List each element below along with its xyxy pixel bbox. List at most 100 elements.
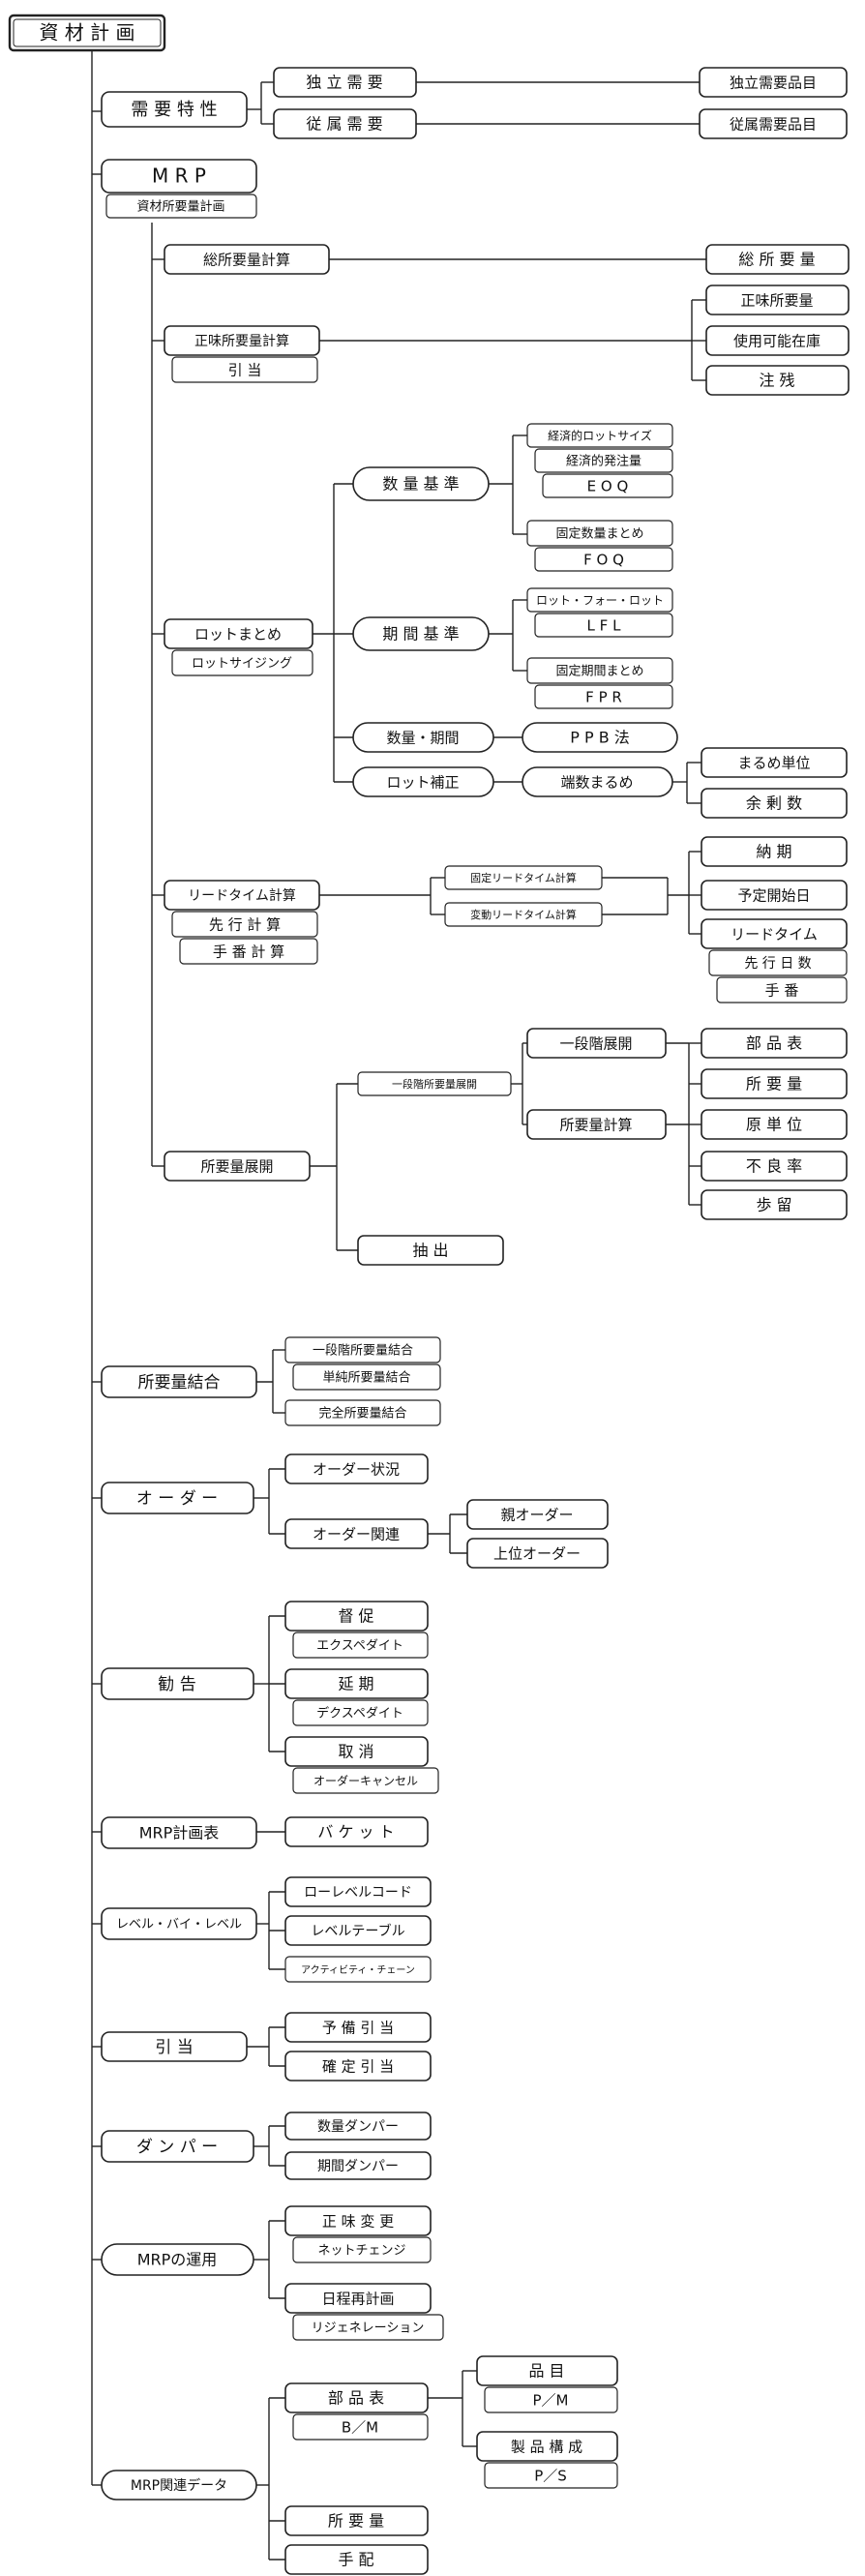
node-root: 資 材 計 画 [8,14,166,52]
svg-text:バ ケ ッ ト: バ ケ ッ ト [317,1823,394,1842]
node-mrp: M R P 資材所要量計画 [101,159,257,219]
svg-text:経済的ロットサイズ: 経済的ロットサイズ [548,429,652,443]
svg-text:オーダー状況: オーダー状況 [313,1461,400,1479]
node-level-table: レベルテーブル [284,1915,432,1946]
svg-text:従属需要品目: 従属需要品目 [730,116,817,134]
node-net: 正味所要量計算 引 当 [164,325,320,383]
svg-text:予 備 引 当: 予 備 引 当 [322,2020,394,2037]
svg-text:P／M: P／M [533,2392,569,2410]
connector-lines [91,48,706,2561]
svg-text:期間ダンパー: 期間ダンパー [317,2159,399,2174]
node-lot-adjust: ロット補正 [352,766,494,797]
svg-text:まるめ単位: まるめ単位 [737,755,810,772]
svg-text:部 品 表: 部 品 表 [746,1034,802,1053]
node-activity-chain: アクティビティ・チェーン [284,1956,432,1983]
node-reserve: 予 備 引 当 [284,2012,432,2043]
svg-text:正味所要量計算: 正味所要量計算 [194,334,289,349]
svg-text:固定リードタイム計算: 固定リードタイム計算 [470,871,577,884]
svg-text:ネットチェンジ: ネットチェンジ [317,2244,405,2259]
svg-text:総所要量計算: 総所要量計算 [203,252,290,269]
svg-text:オ ー ダ ー: オ ー ダ ー [136,1489,218,1509]
svg-text:ロットまとめ: ロットまとめ [194,626,282,644]
node-data-structure: 製 品 構 成 P／S [476,2431,618,2489]
node-round-unit: まるめ単位 [701,747,848,778]
svg-text:従 属 需 要: 従 属 需 要 [306,115,382,134]
svg-text:取 消: 取 消 [338,1743,373,1761]
node-unit: 原 単 位 [701,1109,848,1140]
node-order: オ ー ダ ー [101,1482,254,1514]
svg-text:B／M: B／M [342,2419,378,2437]
node-defer: 延 期 デクスペダイト [284,1668,429,1726]
node-rounding: 端数まるめ [522,766,673,797]
node-allocation: 引 当 [101,2031,248,2062]
svg-text:MRP関連データ: MRP関連データ [131,2477,227,2494]
svg-text:所 要 量: 所 要 量 [746,1075,802,1093]
svg-text:数量ダンパー: 数量ダンパー [317,2119,399,2135]
node-note: 注 残 [705,365,850,396]
node-due: 納 期 [701,836,848,867]
svg-text:製 品 構 成: 製 品 構 成 [511,2439,582,2456]
node-dependent: 従 属 需 要 [273,108,417,139]
svg-text:数量・期間: 数量・期間 [386,730,459,747]
node-bucket: バ ケ ッ ト [284,1816,429,1847]
svg-text:ダ ン パ ー: ダ ン パ ー [136,2138,218,2157]
svg-text:レベル・バイ・レベル: レベル・バイ・レベル [116,1918,242,1932]
svg-text:リードタイム: リードタイム [731,926,818,944]
svg-text:引 当: 引 当 [228,362,262,379]
svg-text:所要量展開: 所要量展開 [200,1158,273,1176]
nodes: 資 材 計 画 需 要 特 性 独 立 需 要 従 属 需 要 独立需要品目 従… [8,14,850,2575]
node-lfl: ロット・フォー・ロット L F L [526,587,673,638]
node-operation: MRPの運用 [101,2243,254,2276]
node-lot: ロットまとめ ロットサイジング [164,618,313,676]
svg-text:納 期: 納 期 [756,843,791,861]
svg-text:ローレベルコード: ローレベルコード [304,1885,412,1901]
node-order-related: オーダー関連 [284,1518,429,1549]
svg-text:デクスペダイト: デクスペダイト [316,1706,403,1722]
svg-text:F P R: F P R [585,689,622,706]
svg-text:予定開始日: 予定開始日 [737,887,810,905]
node-cancel: 取 消 オーダーキャンセル [284,1736,439,1794]
svg-text:先 行 計 算: 先 行 計 算 [209,916,281,934]
svg-text:固定期間まとめ: 固定期間まとめ [555,665,643,679]
svg-text:一段階所要量結合: 一段階所要量結合 [313,1344,413,1359]
node-damper: ダ ン パ ー [101,2130,254,2163]
svg-text:L F L: L F L [587,617,622,635]
node-defect: 不 良 率 [701,1151,848,1182]
node-leadtime: リードタイム計算 先 行 計 算 手 番 計 算 [164,880,320,965]
node-yield: 歩 留 [701,1189,848,1220]
svg-text:F O Q: F O Q [583,552,624,569]
node-damper-qty: 数量ダンパー [284,2112,432,2141]
node-req-calc: 所要量計算 [526,1109,667,1140]
node-bom: 部 品 表 [701,1028,848,1059]
node-qty-period: 数量・期間 [352,722,494,753]
svg-text:アクティビティ・チェーン: アクティビティ・チェーン [301,1964,415,1976]
svg-text:正味所要量: 正味所要量 [740,292,813,310]
node-fpr: 固定期間まとめ F P R [526,657,673,709]
node-order-parent: 親オーダー [466,1499,609,1530]
svg-text:手 番: 手 番 [765,982,799,1000]
node-net-change: 正 味 変 更 ネットチェンジ [284,2205,432,2263]
svg-text:先 行 日 数: 先 行 日 数 [744,956,811,972]
svg-text:独立需要品目: 独立需要品目 [730,75,817,92]
svg-text:親オーダー: 親オーダー [500,1507,573,1524]
svg-text:独 立 需 要: 独 立 需 要 [306,74,382,92]
node-advice: 勧 告 [101,1667,254,1700]
node-gross-result: 総 所 要 量 [705,244,850,275]
svg-text:変動リードタイム計算: 変動リードタイム計算 [470,908,577,921]
node-gross: 総所要量計算 [164,244,330,275]
node-combine-single: 一段階所要量結合 単純所要量結合 [284,1336,441,1391]
svg-text:抽 出: 抽 出 [412,1242,448,1260]
svg-text:確 定 引 当: 確 定 引 当 [322,2058,394,2076]
svg-text:品 目: 品 目 [528,2362,564,2381]
node-surplus: 余 剰 数 [701,788,848,819]
node-extract: 抽 出 [357,1235,504,1266]
node-damper-period: 期間ダンパー [284,2151,432,2180]
svg-text:余 剰 数: 余 剰 数 [746,794,802,813]
node-qty-basis: 数 量 基 準 [352,466,490,501]
svg-text:督 促: 督 促 [338,1607,373,1626]
svg-text:単純所要量結合: 単純所要量結合 [322,1370,410,1386]
node-variable-lt: 変動リードタイム計算 [444,902,603,927]
svg-text:手 番 計 算: 手 番 計 算 [213,944,284,961]
svg-text:P／S: P／S [534,2468,567,2485]
